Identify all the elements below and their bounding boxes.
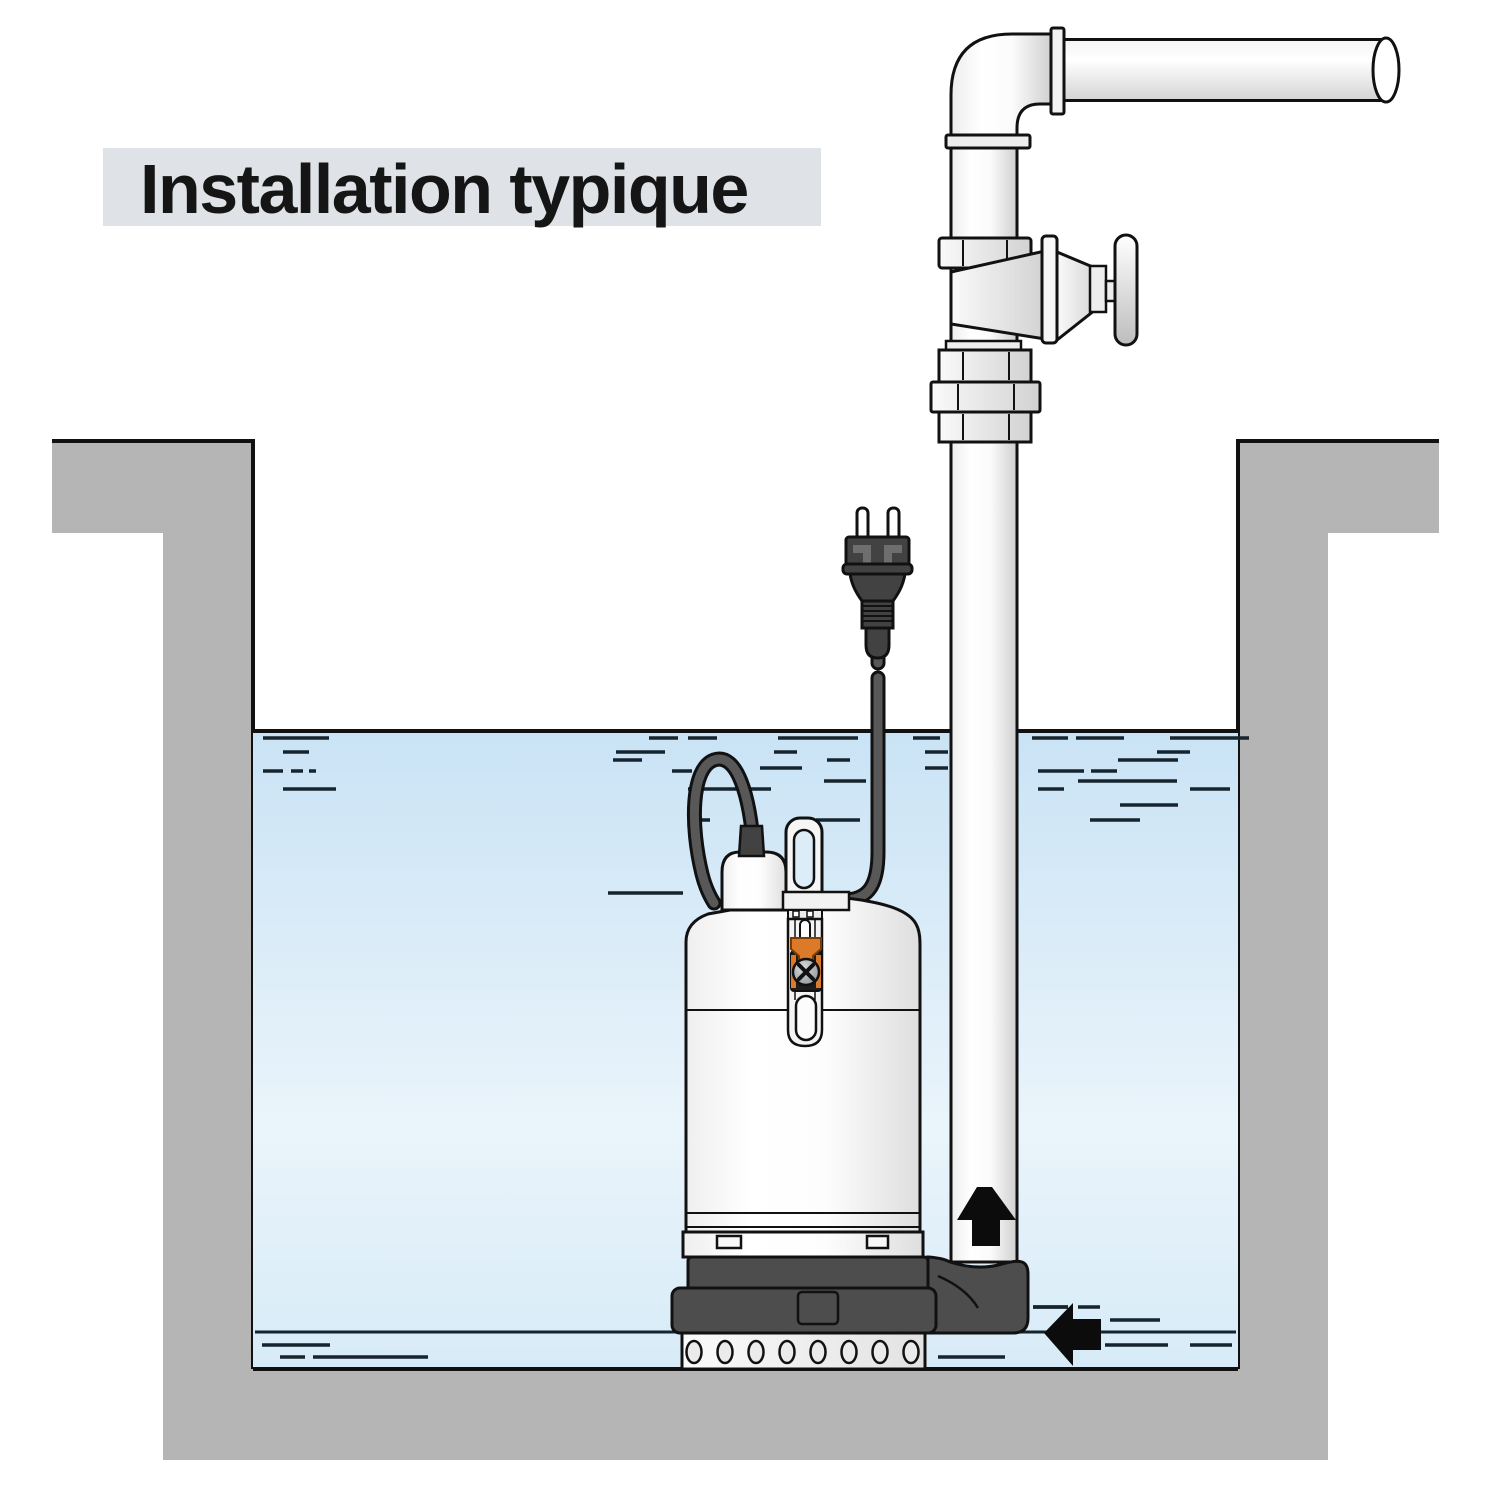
plug-pin-left	[855, 506, 870, 542]
title-block: Installation typique	[103, 148, 821, 228]
union-hex-mid	[937, 348, 1033, 384]
carry-handle	[781, 816, 851, 920]
submersible-pump	[681, 816, 925, 1259]
flange-tab-left	[715, 1234, 743, 1250]
flange-tab-right	[865, 1234, 890, 1250]
pump-top-cap	[720, 850, 788, 912]
plug-recess-right	[884, 545, 902, 563]
arm-seam	[937, 1274, 980, 1309]
power-plug	[841, 506, 914, 660]
pit-floor	[163, 1369, 1328, 1460]
discharge-pipe	[944, 26, 1401, 1264]
valve-handwheel	[1113, 233, 1139, 347]
union-hex-lower	[937, 410, 1033, 444]
diagram-title: Installation typique	[140, 150, 748, 228]
valve-bonnet	[1088, 264, 1108, 314]
discharge-arm	[926, 1255, 1030, 1335]
float-slot	[794, 994, 818, 1042]
plug-pin-right	[886, 506, 901, 542]
elbow-fitting	[949, 32, 1055, 149]
pit-wall-right	[1238, 442, 1439, 1369]
plug-recess-left	[853, 545, 871, 563]
elbow-collar-bottom	[944, 133, 1032, 150]
handle-bracket	[781, 890, 851, 912]
flow-in-arrow-icon	[1044, 1303, 1101, 1366]
float-switch	[786, 917, 824, 1048]
pump-base	[670, 1255, 1030, 1371]
plug-boot	[864, 626, 891, 660]
horizontal-pipe	[1064, 38, 1390, 102]
elbow-collar-top	[1049, 26, 1066, 116]
suction-strainer	[680, 1331, 927, 1371]
flow-up-arrow-icon	[957, 1187, 1016, 1246]
pipe-open-end	[1371, 36, 1401, 104]
pump-body	[684, 895, 922, 1234]
plug-neck	[848, 572, 907, 603]
union-nut	[929, 380, 1042, 414]
pit-wall-left	[52, 442, 253, 1369]
cord-loop	[686, 751, 762, 911]
cable-gland	[737, 824, 766, 858]
title-panel	[103, 148, 821, 226]
valve-flange	[1040, 234, 1059, 345]
base-clip	[796, 1290, 840, 1326]
gate-valve-assembly	[929, 233, 1139, 444]
water-ripples-top	[263, 736, 1249, 895]
